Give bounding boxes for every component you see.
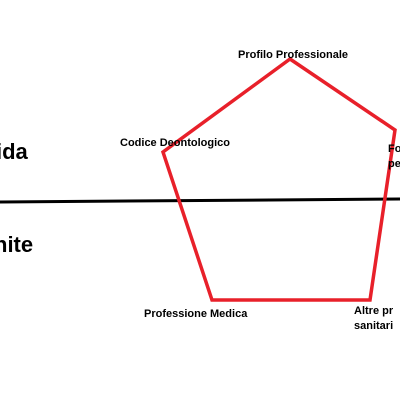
node-label-upper-right-line2: pe [388,158,400,170]
node-label-lower-right-line1: Altre pr [354,305,394,317]
node-label-upper-right-line1: Fo [388,143,400,155]
node-label-codice-deontologico: Codice Deontologico [120,137,230,149]
node-label-lower-right-line2: sanitari [354,320,394,332]
node-label-professione-medica: Professione Medica [144,308,248,320]
zone-label-upper: ida [0,139,28,164]
zone-label-lower: nite [0,232,34,257]
divider-line [0,197,400,204]
node-label-profilo-professionale: Profilo Professionale [238,49,349,61]
pentagon-outline [160,56,397,302]
